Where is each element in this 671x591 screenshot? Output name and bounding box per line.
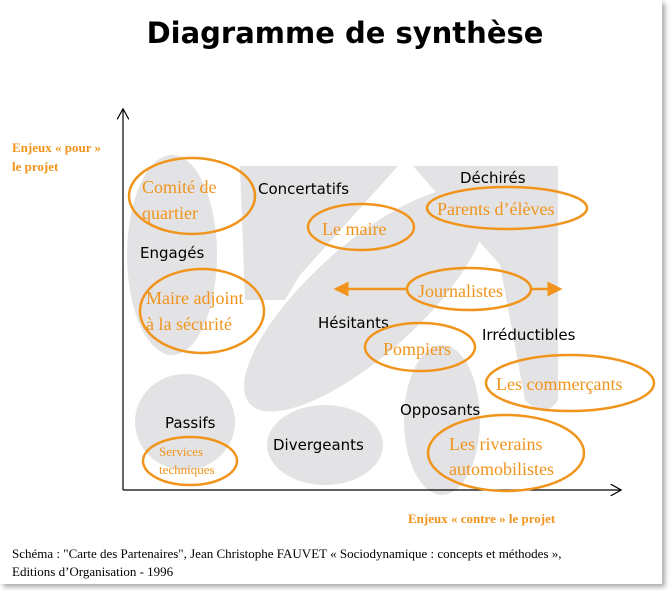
actor-parents-ellipse (425, 185, 589, 231)
actor-adjoint-ellipse (138, 267, 266, 355)
category-passifs: Passifs (165, 414, 216, 432)
zone-concertatifs (240, 166, 398, 300)
actor-services-line2: techniques (159, 462, 215, 477)
actor-services-line1: Services (159, 444, 203, 459)
page-title: Diagramme de synthèse (146, 16, 544, 50)
zone-hesitants (244, 188, 486, 412)
actor-riverains-line1: Les riverains (449, 434, 542, 454)
caption-line1: Schéma : "Carte des Partenaires", Jean C… (12, 546, 562, 561)
category-hesitants: Hésitants (318, 314, 389, 332)
actor-commercants: Les commerçants (496, 374, 622, 394)
actor-comite-line1: Comité de (142, 177, 217, 197)
category-opposants: Opposants (400, 401, 480, 419)
actor-parents: Parents d’élèves (437, 199, 554, 219)
actor-adjoint-line1: Maire adjoint (146, 288, 243, 308)
category-divergeants: Divergeants (273, 436, 364, 454)
actor-maire: Le maire (322, 219, 386, 239)
actor-comite-line2: quartier (142, 203, 198, 223)
actor-comite-ellipse (127, 156, 257, 236)
actor-services-ellipse (141, 435, 239, 487)
actor-pompiers-ellipse (363, 321, 477, 373)
actor-journalistes-ellipse (405, 266, 533, 312)
actor-commercants-ellipse (484, 353, 656, 413)
actor-journalistes: Journalistes (418, 281, 503, 301)
source-caption: Schéma : "Carte des Partenaires", Jean C… (12, 545, 562, 581)
category-engages: Engagés (140, 244, 204, 262)
category-dechires: Déchirés (460, 169, 526, 187)
zone-passifs (135, 374, 235, 470)
actor-adjoint-line2: à la sécurité (146, 314, 232, 334)
caption-line2: Editions d’Organisation - 1996 (12, 564, 174, 579)
y-axis-label-line1: Enjeux « pour » (12, 140, 101, 155)
category-concertatifs: Concertatifs (258, 180, 349, 198)
slide: Diagramme de synthèse Concertatifs Déchi… (12, 16, 656, 581)
zone-opposants (404, 345, 480, 495)
category-irreductibles: Irréductibles (482, 326, 576, 344)
x-axis-label: Enjeux « contre » le projet (408, 511, 556, 526)
y-axis-label: Enjeux « pour » le projet (12, 138, 101, 176)
zone-divergeants (267, 405, 383, 485)
actor-maire-ellipse (306, 202, 416, 252)
actor-riverains-line2: automobilistes (449, 459, 554, 479)
y-axis-label-line2: le projet (12, 159, 59, 174)
zone-dechires (413, 166, 558, 410)
actor-riverains-ellipse (426, 413, 586, 493)
actor-pompiers: Pompiers (383, 339, 451, 359)
zone-engages (127, 155, 217, 355)
